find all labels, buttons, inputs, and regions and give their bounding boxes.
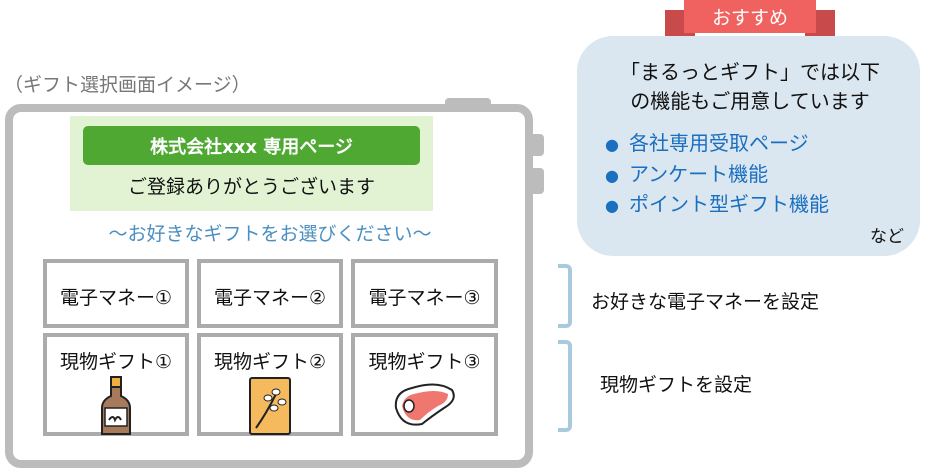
- bullet-icon: ●: [605, 196, 619, 215]
- device-side-button: [530, 134, 544, 156]
- feature-item: ● アンケート機能: [605, 158, 768, 187]
- option-label: 現物ギフト①: [59, 351, 173, 373]
- gifts-bracket: [558, 340, 572, 432]
- rice-bag-icon: [249, 377, 291, 435]
- emoney-option[interactable]: 電子マネー②: [197, 259, 343, 328]
- gift-setting-label: 現物ギフトを設定: [600, 374, 753, 396]
- screen-caption: （ギフト選択画面イメージ）: [4, 74, 251, 96]
- feature-item: ● ポイント型ギフト機能: [605, 188, 829, 217]
- title-line: 「まるっとギフト」では以下: [620, 60, 880, 84]
- emoney-option[interactable]: 電子マネー①: [43, 259, 189, 328]
- option-label: 現物ギフト③: [368, 351, 481, 373]
- emoney-setting-label: お好きな電子マネーを設定: [591, 291, 820, 313]
- option-label: 電子マネー③: [368, 287, 481, 309]
- recommend-title: 「まるっとギフト」では以下 の機能もご用意しています: [590, 58, 910, 116]
- device-side-button: [530, 168, 544, 194]
- emoney-bracket: [558, 264, 572, 328]
- feature-label: 各社専用受取ページ: [628, 131, 809, 155]
- gift-option[interactable]: 現物ギフト③: [351, 333, 498, 436]
- bullet-icon: ●: [605, 166, 619, 185]
- feature-item: ● 各社専用受取ページ: [605, 127, 809, 156]
- title-line: の機能もご用意しています: [630, 89, 870, 113]
- recommend-ribbon: おすすめ: [684, 0, 816, 33]
- recommend-panel: [577, 36, 920, 256]
- option-label: 電子マネー①: [59, 287, 173, 309]
- gift-option[interactable]: 現物ギフト②: [197, 333, 343, 436]
- feature-label: アンケート機能: [628, 162, 769, 186]
- choose-prompt: ～お好きなギフトをお選びください～: [108, 223, 432, 245]
- bottle-icon: [101, 376, 131, 435]
- thanks-message: ご登録ありがとうございます: [127, 176, 375, 198]
- device-top-button: [445, 98, 491, 108]
- option-label: 現物ギフト②: [213, 351, 327, 373]
- option-label: 電子マネー②: [213, 287, 327, 309]
- gift-option[interactable]: 現物ギフト①: [43, 333, 189, 436]
- company-page-header: 株式会社xxx 専用ページ: [83, 126, 420, 165]
- etc-label: など: [870, 227, 904, 247]
- emoney-option[interactable]: 電子マネー③: [351, 259, 498, 328]
- bullet-icon: ●: [605, 135, 619, 154]
- feature-label: ポイント型ギフト機能: [628, 192, 829, 216]
- meat-icon: [394, 383, 455, 426]
